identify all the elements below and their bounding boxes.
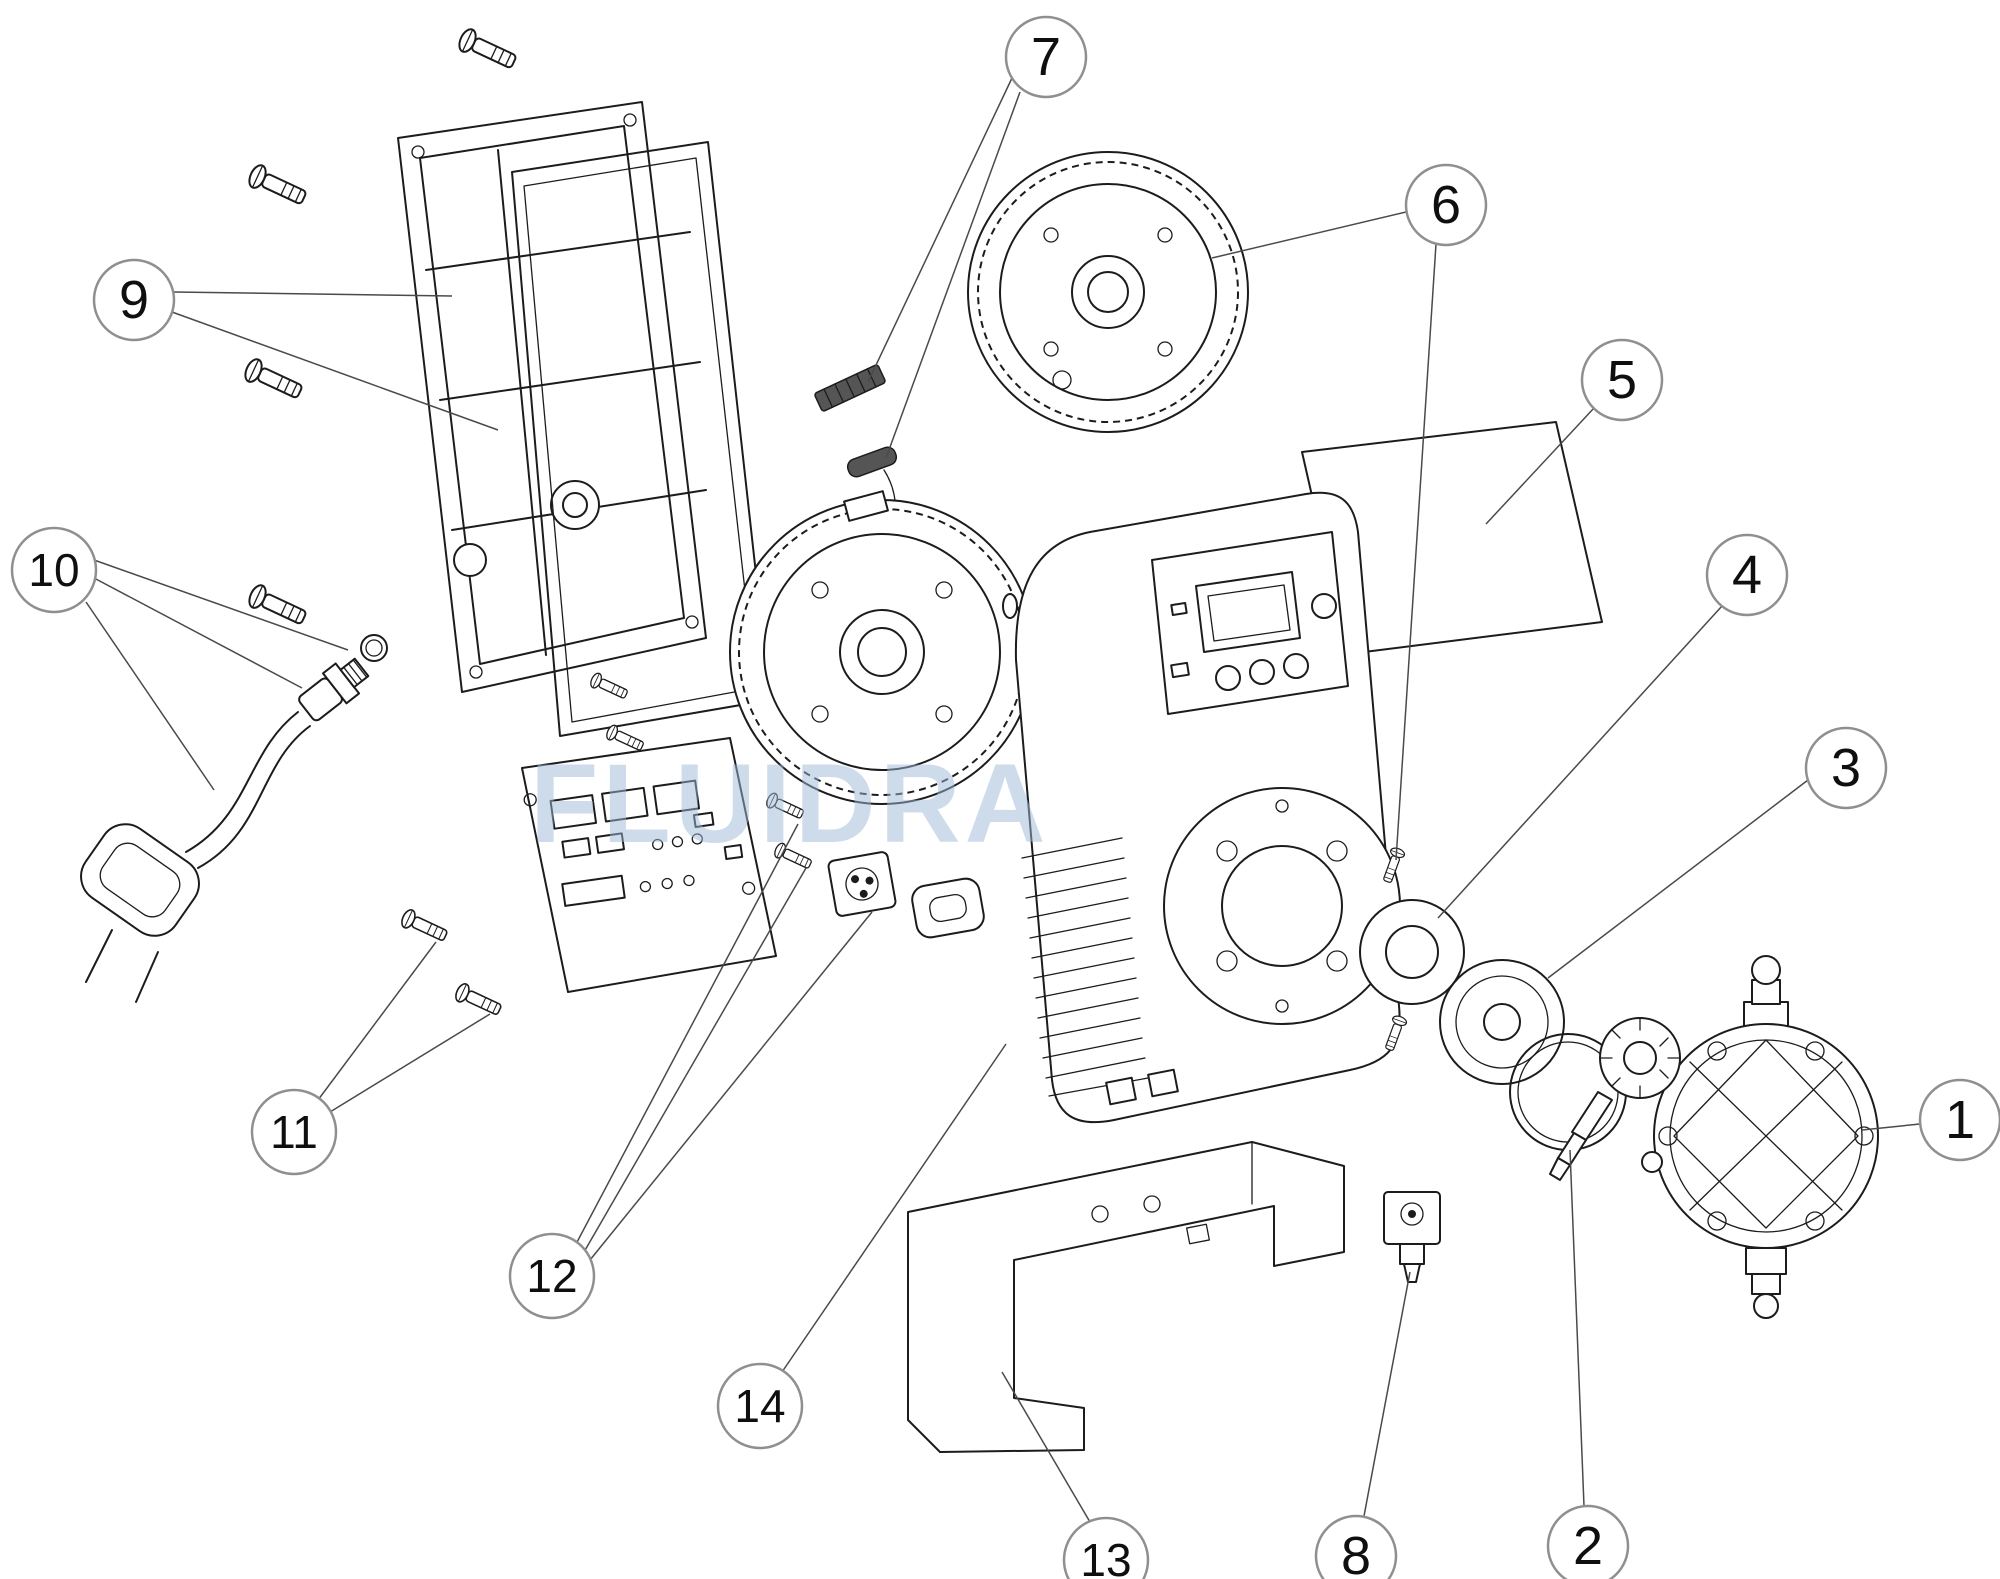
part-backing-washer: [1359, 899, 1465, 1005]
part-main-housing: [1002, 491, 1401, 1124]
callout-balloon-7: [1004, 15, 1088, 99]
part-power-cable: [80, 634, 388, 1003]
callout-balloon-3: [1804, 726, 1888, 810]
part-diaphragm: [1439, 959, 1565, 1085]
leader-line-12: [575, 823, 799, 1245]
leader-line-9: [173, 291, 453, 297]
part-electromagnet-front: [729, 490, 1035, 805]
callout-balloon-13: [1062, 1516, 1150, 1579]
part-wall-bracket: [907, 1141, 1345, 1453]
callout-balloon-12: [508, 1232, 596, 1320]
leader-line-11: [317, 941, 437, 1101]
callout-balloon-6: [1404, 163, 1488, 247]
callout-number-7: 7: [1031, 27, 1061, 87]
callout-balloon-5: [1580, 338, 1664, 422]
part-valve-connector: [1383, 1191, 1441, 1283]
leader-line-7: [867, 77, 1013, 383]
control-panel: [1151, 531, 1349, 715]
leader-line-7: [885, 91, 1021, 459]
callout-number-12: 12: [526, 1250, 577, 1302]
housing-flange: [1163, 787, 1401, 1025]
callout-number-10: 10: [28, 544, 79, 596]
leader-line-5: [1485, 407, 1595, 525]
leader-line-14: [781, 1043, 1007, 1373]
part-bleed-knob: [1549, 1017, 1681, 1181]
watermark-text: FLUIDRA: [530, 741, 1049, 866]
callout-number-14: 14: [734, 1380, 785, 1432]
callout-number-9: 9: [119, 270, 149, 330]
leader-line-11: [329, 1013, 491, 1113]
leader-line-2: [1569, 1149, 1585, 1507]
leader-lines: [85, 77, 1921, 1523]
callout-balloon-14: [716, 1362, 804, 1450]
leader-line-3: [1547, 779, 1809, 979]
leader-line-12: [583, 867, 807, 1253]
leader-line-6: [1395, 243, 1437, 861]
callout-balloon-10: [10, 526, 98, 614]
leader-line-1: [1861, 1123, 1921, 1131]
leader-line-6: [1211, 211, 1407, 259]
part-pcb-screws: [398, 907, 505, 1020]
callout-balloon-9: [92, 258, 176, 342]
part-power-socket: [827, 851, 985, 939]
leader-line-10: [85, 601, 215, 791]
leader-line-13: [1001, 1371, 1091, 1523]
callout-number-1: 1: [1945, 1090, 1975, 1150]
leader-line-10: [93, 559, 349, 651]
callout-balloon-11: [250, 1088, 338, 1176]
callout-number-6: 6: [1431, 175, 1461, 235]
part-back-cover: [397, 101, 707, 693]
leader-line-10: [93, 577, 303, 689]
part-pump-head: [1641, 955, 1879, 1319]
callout-number-2: 2: [1573, 1516, 1603, 1576]
part-electromagnet-rear: [967, 151, 1249, 433]
part-pcb: [521, 737, 777, 993]
leader-line-4: [1437, 605, 1723, 919]
callout-number-8: 8: [1341, 1526, 1371, 1579]
callout-number-5: 5: [1607, 350, 1637, 410]
callout-number-11: 11: [270, 1106, 318, 1158]
callout-balloon-2: [1546, 1504, 1630, 1579]
leader-line-8: [1363, 1271, 1411, 1517]
callout-balloon-1: [1918, 1078, 2000, 1162]
leader-line-9: [171, 311, 499, 431]
callout-number-13: 13: [1080, 1534, 1131, 1579]
leader-line-12: [589, 911, 873, 1261]
part-wiring-connectors: [814, 364, 901, 543]
callout-balloon-8: [1314, 1514, 1398, 1579]
callout-number-3: 3: [1831, 738, 1861, 798]
callout-balloon-4: [1705, 533, 1789, 617]
callout-number-4: 4: [1732, 545, 1762, 605]
